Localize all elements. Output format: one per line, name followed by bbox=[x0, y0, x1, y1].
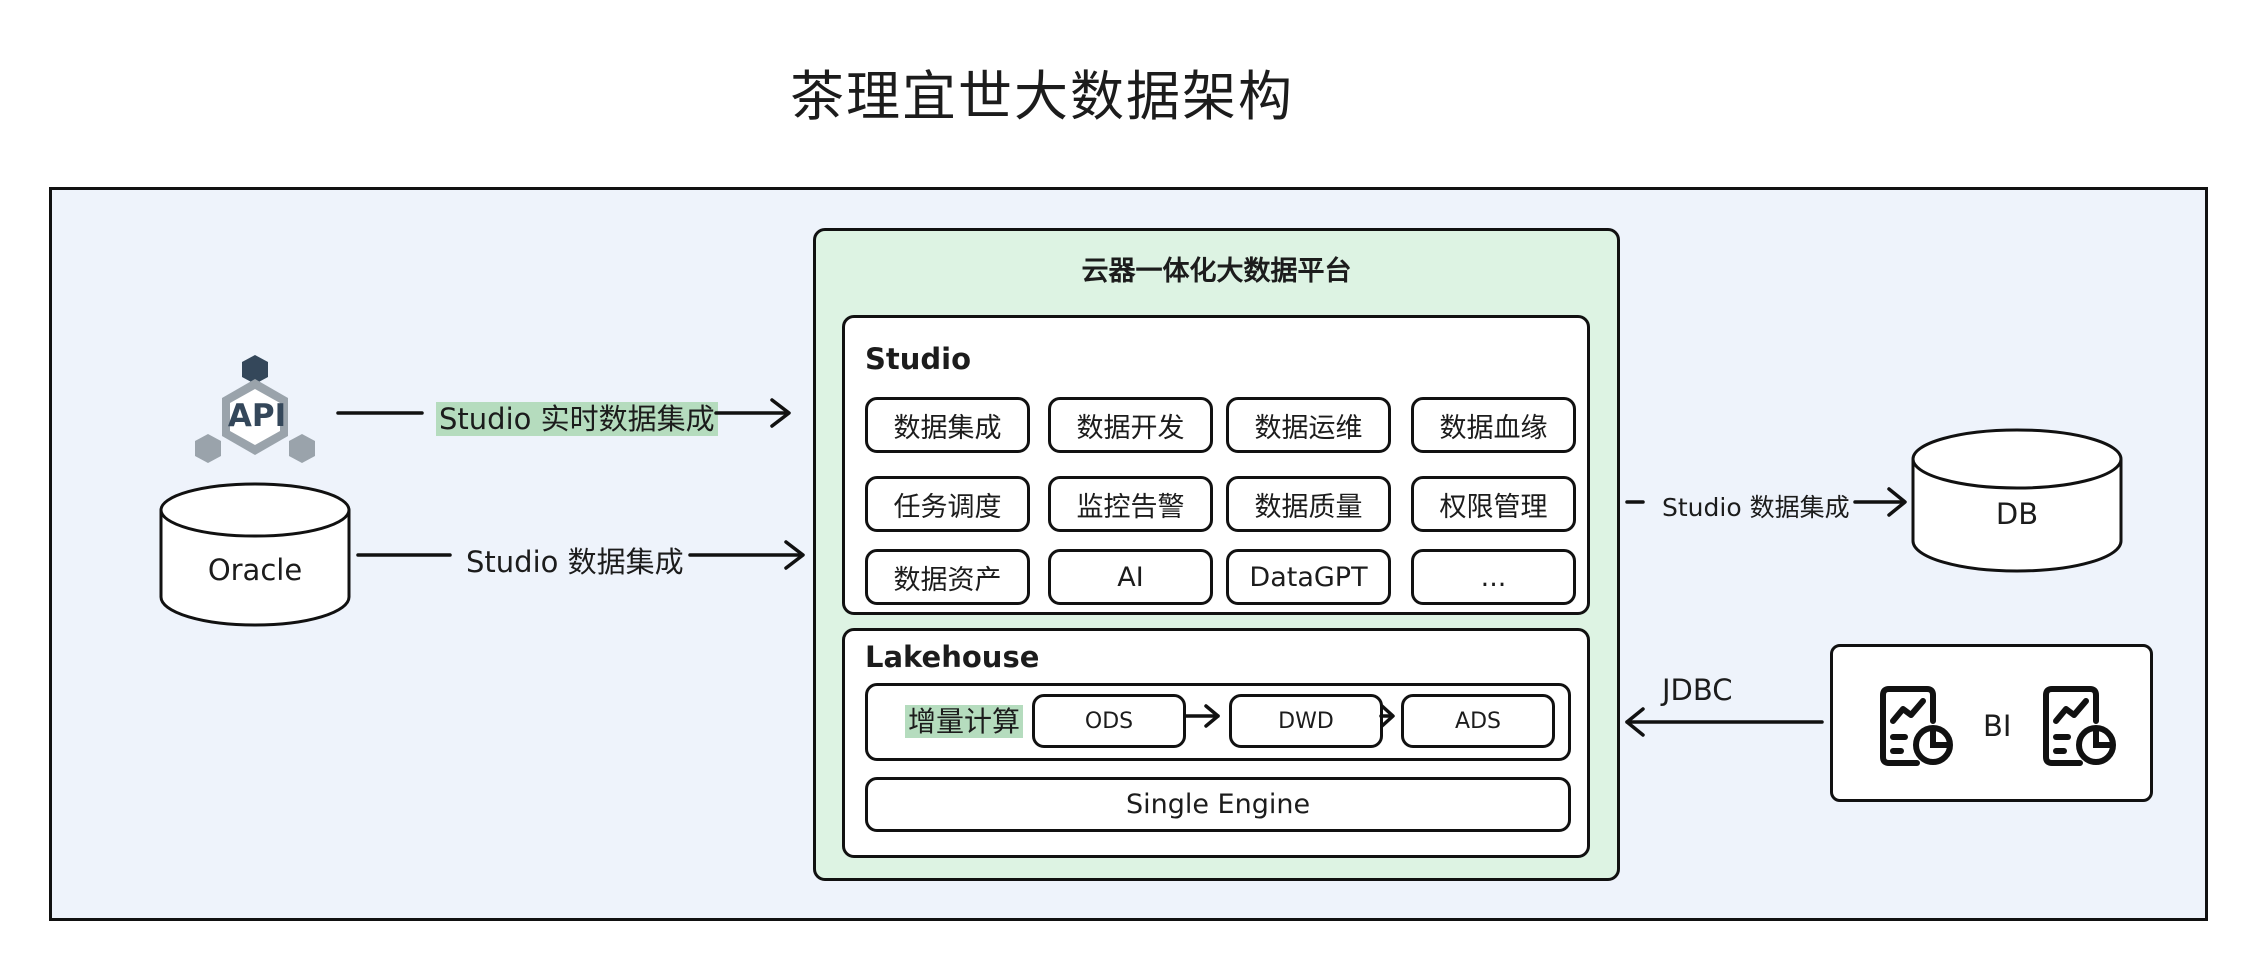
bi-label: BI bbox=[1983, 709, 2012, 743]
incremental-compute-label: 增量计算 bbox=[905, 705, 1024, 738]
oracle-flow-arrowhead bbox=[784, 540, 805, 570]
api-flow-label: Studio 实时数据集成 bbox=[436, 402, 718, 436]
report-chart-icon bbox=[2043, 686, 2116, 766]
studio-module[interactable]: ... bbox=[1411, 549, 1576, 605]
oracle-database-icon bbox=[159, 482, 351, 627]
studio-module[interactable]: 数据质量 bbox=[1226, 476, 1391, 532]
oracle-label: Oracle bbox=[207, 553, 303, 587]
studio-module[interactable]: 权限管理 bbox=[1411, 476, 1576, 532]
api-flow-arrowhead bbox=[770, 398, 791, 428]
stage-dwd[interactable]: DWD bbox=[1229, 694, 1383, 748]
lakehouse-title: Lakehouse bbox=[865, 640, 1040, 674]
stage-ods[interactable]: ODS bbox=[1032, 694, 1186, 748]
bi-box: BI bbox=[1830, 644, 2153, 802]
studio-title: Studio bbox=[865, 342, 972, 376]
studio-module[interactable]: 数据运维 bbox=[1226, 397, 1391, 453]
studio-panel: Studio 数据集成 数据开发 数据运维 数据血缘 任务调度 监控告警 数据质… bbox=[842, 315, 1590, 615]
api-label: API bbox=[227, 398, 287, 434]
stage-ads[interactable]: ADS bbox=[1401, 694, 1555, 748]
oracle-flow-label: Studio 数据集成 bbox=[466, 545, 684, 579]
studio-module[interactable]: 监控告警 bbox=[1048, 476, 1213, 532]
platform-title: 云器一体化大数据平台 bbox=[1081, 256, 1352, 287]
lakehouse-panel: Lakehouse 增量计算 ODS DWD ADS Single Engine bbox=[842, 628, 1590, 858]
report-chart-icon bbox=[1880, 686, 1953, 766]
db-flow-label: Studio 数据集成 bbox=[1662, 493, 1850, 522]
incremental-chain: 增量计算 ODS DWD ADS bbox=[865, 683, 1571, 761]
studio-module[interactable]: DataGPT bbox=[1226, 549, 1391, 605]
studio-module[interactable]: 任务调度 bbox=[865, 476, 1030, 532]
studio-module[interactable]: AI bbox=[1048, 549, 1213, 605]
api-icon bbox=[195, 355, 315, 463]
studio-module[interactable]: 数据开发 bbox=[1048, 397, 1213, 453]
jdbc-flow-arrowhead bbox=[1625, 707, 1645, 737]
page-title: 茶理宜世大数据架构 bbox=[790, 65, 1294, 128]
studio-module[interactable]: 数据资产 bbox=[865, 549, 1030, 605]
db-label: DB bbox=[1995, 497, 2039, 531]
studio-module[interactable]: 数据血缘 bbox=[1411, 397, 1576, 453]
single-engine[interactable]: Single Engine bbox=[865, 777, 1571, 832]
db-database-icon bbox=[1911, 428, 2123, 573]
db-flow-arrowhead bbox=[1887, 487, 1907, 517]
bi-flow-label: JDBC bbox=[1662, 673, 1733, 707]
studio-module[interactable]: 数据集成 bbox=[865, 397, 1030, 453]
